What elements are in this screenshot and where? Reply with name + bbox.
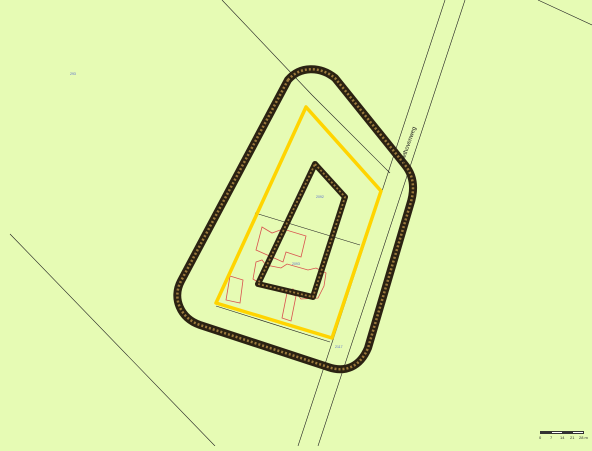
parcel-label: 293 (70, 72, 76, 76)
parcel-line (215, 305, 331, 343)
scale-segment (551, 432, 562, 433)
scale-tick-label: 28 m (579, 435, 588, 440)
scale-tick-label: 14 (560, 435, 565, 440)
scale-labels: 0 7 14 21 28 m (536, 435, 588, 443)
scale-tick-label: 7 (550, 435, 553, 440)
parcel-line (221, 0, 313, 96)
selected-parcel-outline[interactable] (214, 105, 383, 340)
inner-route (255, 161, 348, 300)
scale-tick-label: 0 (539, 435, 542, 440)
building-outline (225, 275, 244, 304)
scale-tick-label: 21 (570, 435, 575, 440)
parcel-label: 2117 (335, 345, 343, 349)
scale-bar-graphic (540, 431, 584, 434)
parcel-line (254, 212, 361, 246)
parcel-line (311, 94, 391, 174)
outer-route-fill (176, 68, 415, 371)
scale-segment (562, 432, 573, 433)
scale-segment (572, 432, 583, 433)
building-outline (255, 226, 307, 263)
parcel-line (537, 0, 592, 26)
parcel-label: 2092 (316, 195, 324, 199)
scale-bar: 0 7 14 21 28 m (536, 431, 588, 444)
scale-segment (541, 432, 552, 433)
inner-route-fill (257, 163, 346, 298)
parcel-label: 2093 (292, 262, 300, 266)
parcel-line (9, 233, 216, 447)
outer-route (173, 65, 417, 374)
